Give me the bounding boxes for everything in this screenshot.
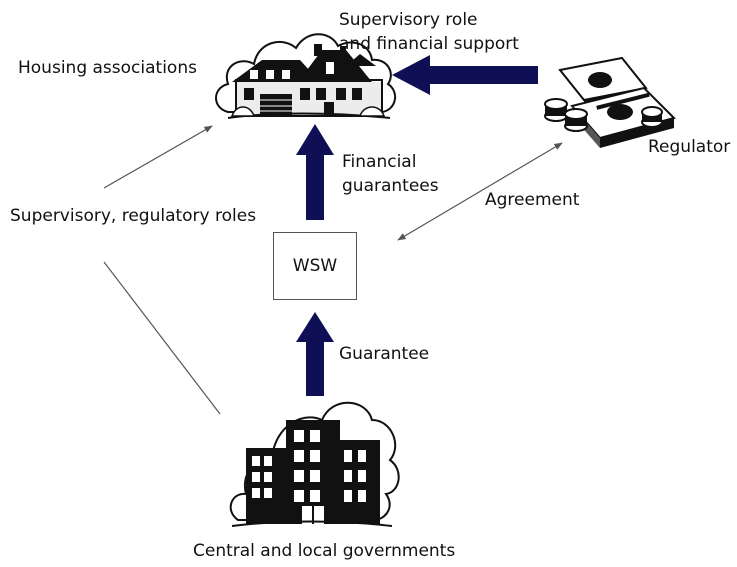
housing-associations-label: Housing associations xyxy=(18,58,197,78)
guarantees-label: guarantees xyxy=(342,176,439,196)
arrow-wsw-to-housing xyxy=(296,124,334,220)
regulator-label: Regulator xyxy=(648,137,731,157)
financial-label: Financial xyxy=(342,152,417,172)
guarantee-label: Guarantee xyxy=(339,344,430,364)
arrow-regulator-to-housing xyxy=(392,55,538,95)
wsw-box: WSW xyxy=(273,232,357,300)
supervisory-role-label: Supervisory role xyxy=(339,10,478,30)
money-stack-icon xyxy=(544,56,676,148)
wsw-label: WSW xyxy=(292,256,338,276)
supervisory-regulatory-label: Supervisory, regulatory roles xyxy=(10,206,257,226)
agreement-label: Agreement xyxy=(485,190,580,210)
arrow-governments-to-wsw xyxy=(296,312,334,396)
governments-label: Central and local governments xyxy=(193,541,456,561)
arrow-supervisory-to-housing xyxy=(103,125,213,189)
financial-support-label: and financial support xyxy=(339,34,519,54)
arrow-agreement-double xyxy=(397,142,563,241)
line-supervisory-to-governments xyxy=(103,261,221,415)
house-icon xyxy=(215,33,397,119)
office-buildings-icon xyxy=(229,401,400,527)
